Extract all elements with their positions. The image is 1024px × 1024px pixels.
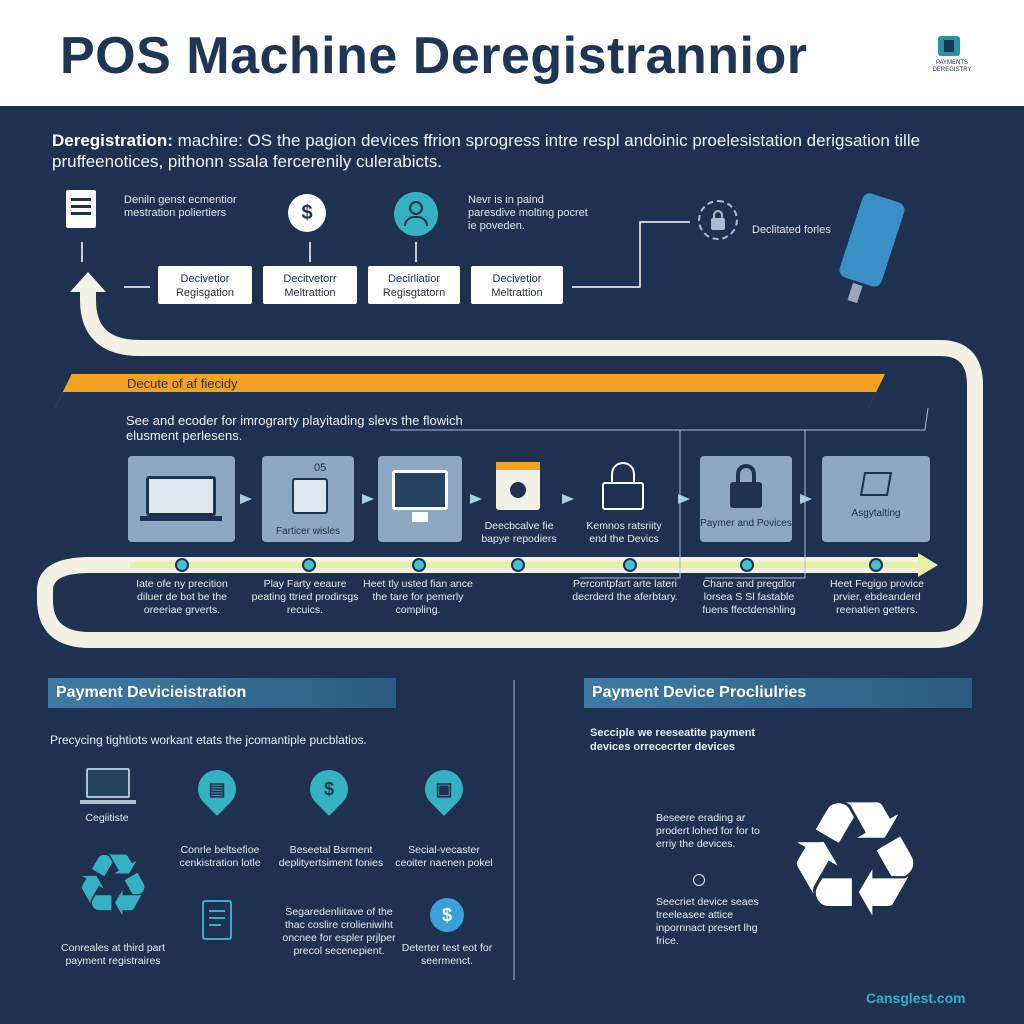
lock-icon: [730, 482, 762, 508]
timeline-dot-5: [623, 558, 637, 572]
step7-label: Asgytalting: [851, 508, 901, 519]
logo-icon: [938, 36, 960, 56]
phone-device-icon: [837, 191, 907, 289]
step7-caption: Heet Fegigo provice prvier, ebdeanderd r…: [830, 578, 924, 616]
timeline-dot-4: [511, 558, 525, 572]
process-intro: See and ecoder for imrograrty playitadin…: [126, 413, 463, 443]
flow-box-1: Decivetior Regisgation: [158, 266, 252, 304]
flow-box-4: Decivetior Meltrattion: [471, 266, 563, 304]
intro-text: Deregistration: machire: OS the pagion d…: [52, 130, 972, 172]
left-item-5-caption: Conreales at third part payment registra…: [61, 942, 165, 967]
arrow-to-lock: [572, 221, 690, 288]
timeline-dot-1: [175, 558, 189, 572]
right-section-subtitle: Secciple we reeseatite payment devices o…: [590, 727, 756, 753]
flow-box-4-line1: Decivetior: [492, 273, 542, 285]
process-step-4: [496, 462, 540, 510]
step2-top: 05: [314, 462, 327, 474]
intro-lead: Deregistration:: [52, 131, 173, 150]
left-item-2-caption: Conrle beltsefioe cenkistration lotle: [179, 844, 261, 869]
lock-pin-icon: ▣: [417, 762, 471, 816]
process-step-2: 05 Farticer wisles: [262, 456, 354, 542]
step5-caption: Percontpfart arte lateri decrderd the af…: [572, 578, 678, 603]
printer-pin-icon: ▤: [190, 762, 244, 816]
step2-caption: Play Farty eeaure peating ttried prodirs…: [251, 578, 359, 616]
flow-box-2-line2: Meltrattion: [284, 287, 336, 299]
device-stand-icon: [847, 282, 863, 304]
dollar-pin-icon: $: [302, 762, 356, 816]
left-item-3-caption: Beseetal Bsrment deplityertsiment fonies: [278, 844, 384, 869]
step3-caption: Heet tly usted fian ance the tare for pe…: [363, 578, 473, 616]
process-step-1: [128, 456, 235, 542]
process-step-3: [378, 456, 462, 542]
flow-box-1-line2: Regisgation: [175, 287, 235, 299]
banner-dark: [55, 392, 885, 408]
timeline-dot-2: [302, 558, 316, 572]
laptop-base: [140, 516, 222, 521]
padlock-outline-icon: [602, 482, 644, 510]
timeline-arrowhead: [918, 553, 938, 577]
banner: Decute of af fiecidy: [55, 374, 885, 408]
monitor-stand: [412, 512, 428, 522]
upper-loop-arrowhead: [70, 272, 106, 292]
left-item-7-caption: Deterter test eot for seermenct.: [401, 942, 493, 967]
lock-note: Declitated forles: [752, 224, 831, 236]
flow-box-3: Decirliatior Regisgtatorn: [368, 266, 460, 304]
process-step-6: Paymer and Povices: [700, 456, 792, 542]
process-step-5: [598, 460, 648, 514]
recycle-white-icon: ♻: [783, 770, 927, 949]
timeline-dot-6: [740, 558, 754, 572]
user-circle-icon: [394, 192, 438, 236]
laptop-small-icon: [86, 768, 130, 798]
step4-label: Deecbcalve fie bapye repodiers: [481, 520, 557, 545]
step2-label: Farticer wisles: [276, 526, 340, 537]
lock-refresh-icon: [698, 200, 738, 240]
document-outline-icon: [202, 900, 232, 940]
flow-box-4-line2: Meltrattion: [491, 287, 543, 299]
flow-box-2: Decitvetorr Meltrattion: [263, 266, 357, 304]
flow-box-1-line1: Decivetior: [180, 273, 230, 285]
flow-box-3-line1: Decirliatior: [388, 273, 440, 285]
process-step-7: Asgytalting: [822, 456, 930, 542]
small-gear-icon: [693, 874, 705, 886]
left-section-subtitle: Precycing tightiots workant etats the jc…: [50, 733, 367, 747]
intro-body: machire: OS the pagion devices ffrion sp…: [52, 131, 921, 171]
step6-label: Paymer and Povices: [700, 518, 792, 529]
timeline-dot-3: [412, 558, 426, 572]
page-title: POS Machine Deregistrannior: [60, 27, 808, 85]
step1-caption: Iate ofe ny precition diluer de bot be t…: [136, 578, 228, 616]
laptop-small-base: [80, 800, 136, 804]
footer-brand: Cansglest.com: [866, 990, 966, 1006]
flow-box-3-line2: Regisgtatorn: [382, 287, 446, 299]
card-reader-icon: [510, 482, 526, 498]
box-icon: [859, 472, 893, 496]
right-note-2: Seecriet device seaes treeleasee attice …: [656, 896, 759, 947]
coin-icon: $: [430, 898, 464, 932]
right-section-title: Payment Device Procliulries: [584, 678, 972, 708]
step5-label: Kemnos ratsriity end the Devics: [586, 520, 662, 545]
flow-box-2-line1: Decitvetorr: [283, 273, 337, 285]
left-section-title: Payment Devicieistration: [48, 678, 396, 708]
left-item-1-caption: Cegiitiste: [85, 812, 129, 824]
step6-caption: Chane and pregdlor lorsea S Sl fastable …: [702, 578, 796, 616]
header: POS Machine Deregistrannior PAYMENTS DER…: [0, 0, 1024, 106]
doc-note: Deniln genst ecmentior mestration polier…: [124, 194, 237, 219]
laptop-icon: [146, 476, 216, 516]
left-item-6-caption: Segaredenliitave of the thac coslire cro…: [282, 906, 396, 957]
right-note-1: Beseere erading ar prodert lohed for for…: [656, 812, 760, 850]
timeline-dot-7: [869, 558, 883, 572]
monitor-icon: [392, 470, 448, 510]
logo: PAYMENTS DEREGISTRY: [924, 36, 980, 76]
document-icon: [66, 190, 96, 228]
mid-note: Nevr is in paind paresdive molting pocre…: [468, 194, 588, 232]
pos-terminal-icon: [292, 478, 328, 514]
banner-label: Decute of af fiecidy: [127, 376, 238, 391]
left-item-4-caption: Secial-vecaster ceoiter naenen pokel: [395, 844, 493, 869]
recycle-teal-icon: ♻: [74, 838, 152, 934]
dollar-circle-icon: $: [288, 194, 326, 232]
logo-text: PAYMENTS DEREGISTRY: [932, 60, 972, 73]
